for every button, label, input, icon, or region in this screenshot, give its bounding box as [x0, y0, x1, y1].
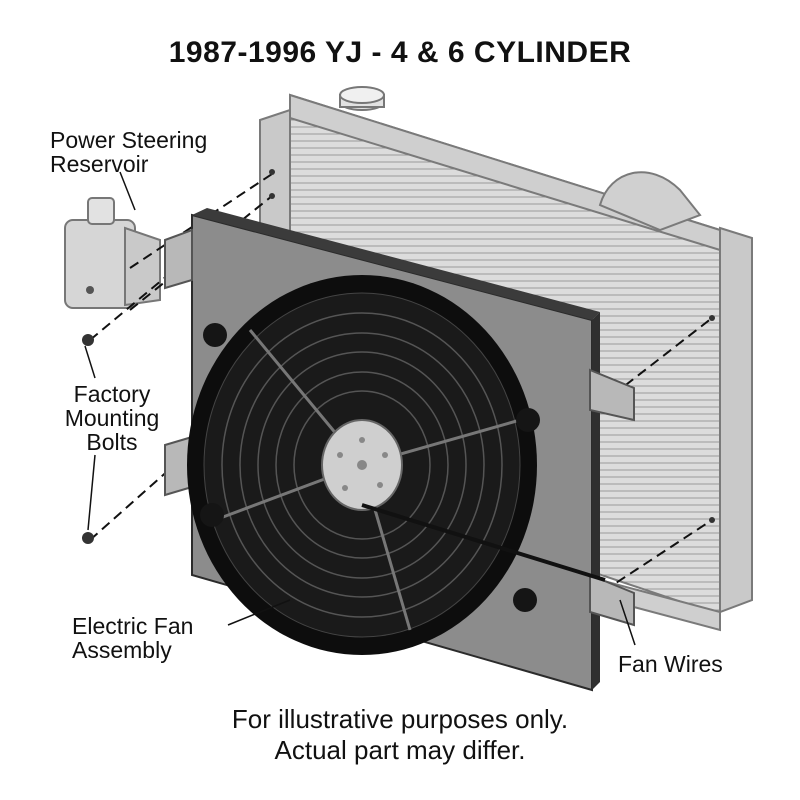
factory-mounting-bolts-label: Factory Mounting Bolts [52, 382, 172, 454]
bolts-label-line2: Mounting [64, 405, 160, 431]
mounting-bolts [82, 169, 715, 544]
power-steering-label-line1: Power Steering [50, 127, 208, 153]
bolts-label-line1: Factory [73, 381, 151, 407]
electric-fan [187, 275, 540, 655]
leader-lines [84, 171, 636, 646]
disclaimer: For illustrative purposes only. Actual p… [0, 704, 800, 766]
disclaimer-line2: Actual part may differ. [274, 735, 526, 765]
bolts-label-line3: Bolts [86, 429, 138, 455]
radiator-cap [339, 86, 385, 111]
fan-wires-label: Fan Wires [618, 651, 723, 677]
fan-label-line2: Assembly [72, 637, 172, 663]
power-steering-reservoir [64, 197, 161, 309]
electric-fan-assembly-label: Electric Fan Assembly [72, 614, 193, 662]
diagram-title: 1987-1996 YJ - 4 & 6 CYLINDER [168, 36, 632, 69]
power-steering-reservoir-label: Power Steering Reservoir [50, 128, 207, 176]
fan-label-line1: Electric Fan [72, 613, 194, 639]
fan-wires [361, 503, 606, 582]
power-steering-label-line2: Reservoir [50, 151, 149, 177]
disclaimer-line1: For illustrative purposes only. [231, 704, 569, 734]
